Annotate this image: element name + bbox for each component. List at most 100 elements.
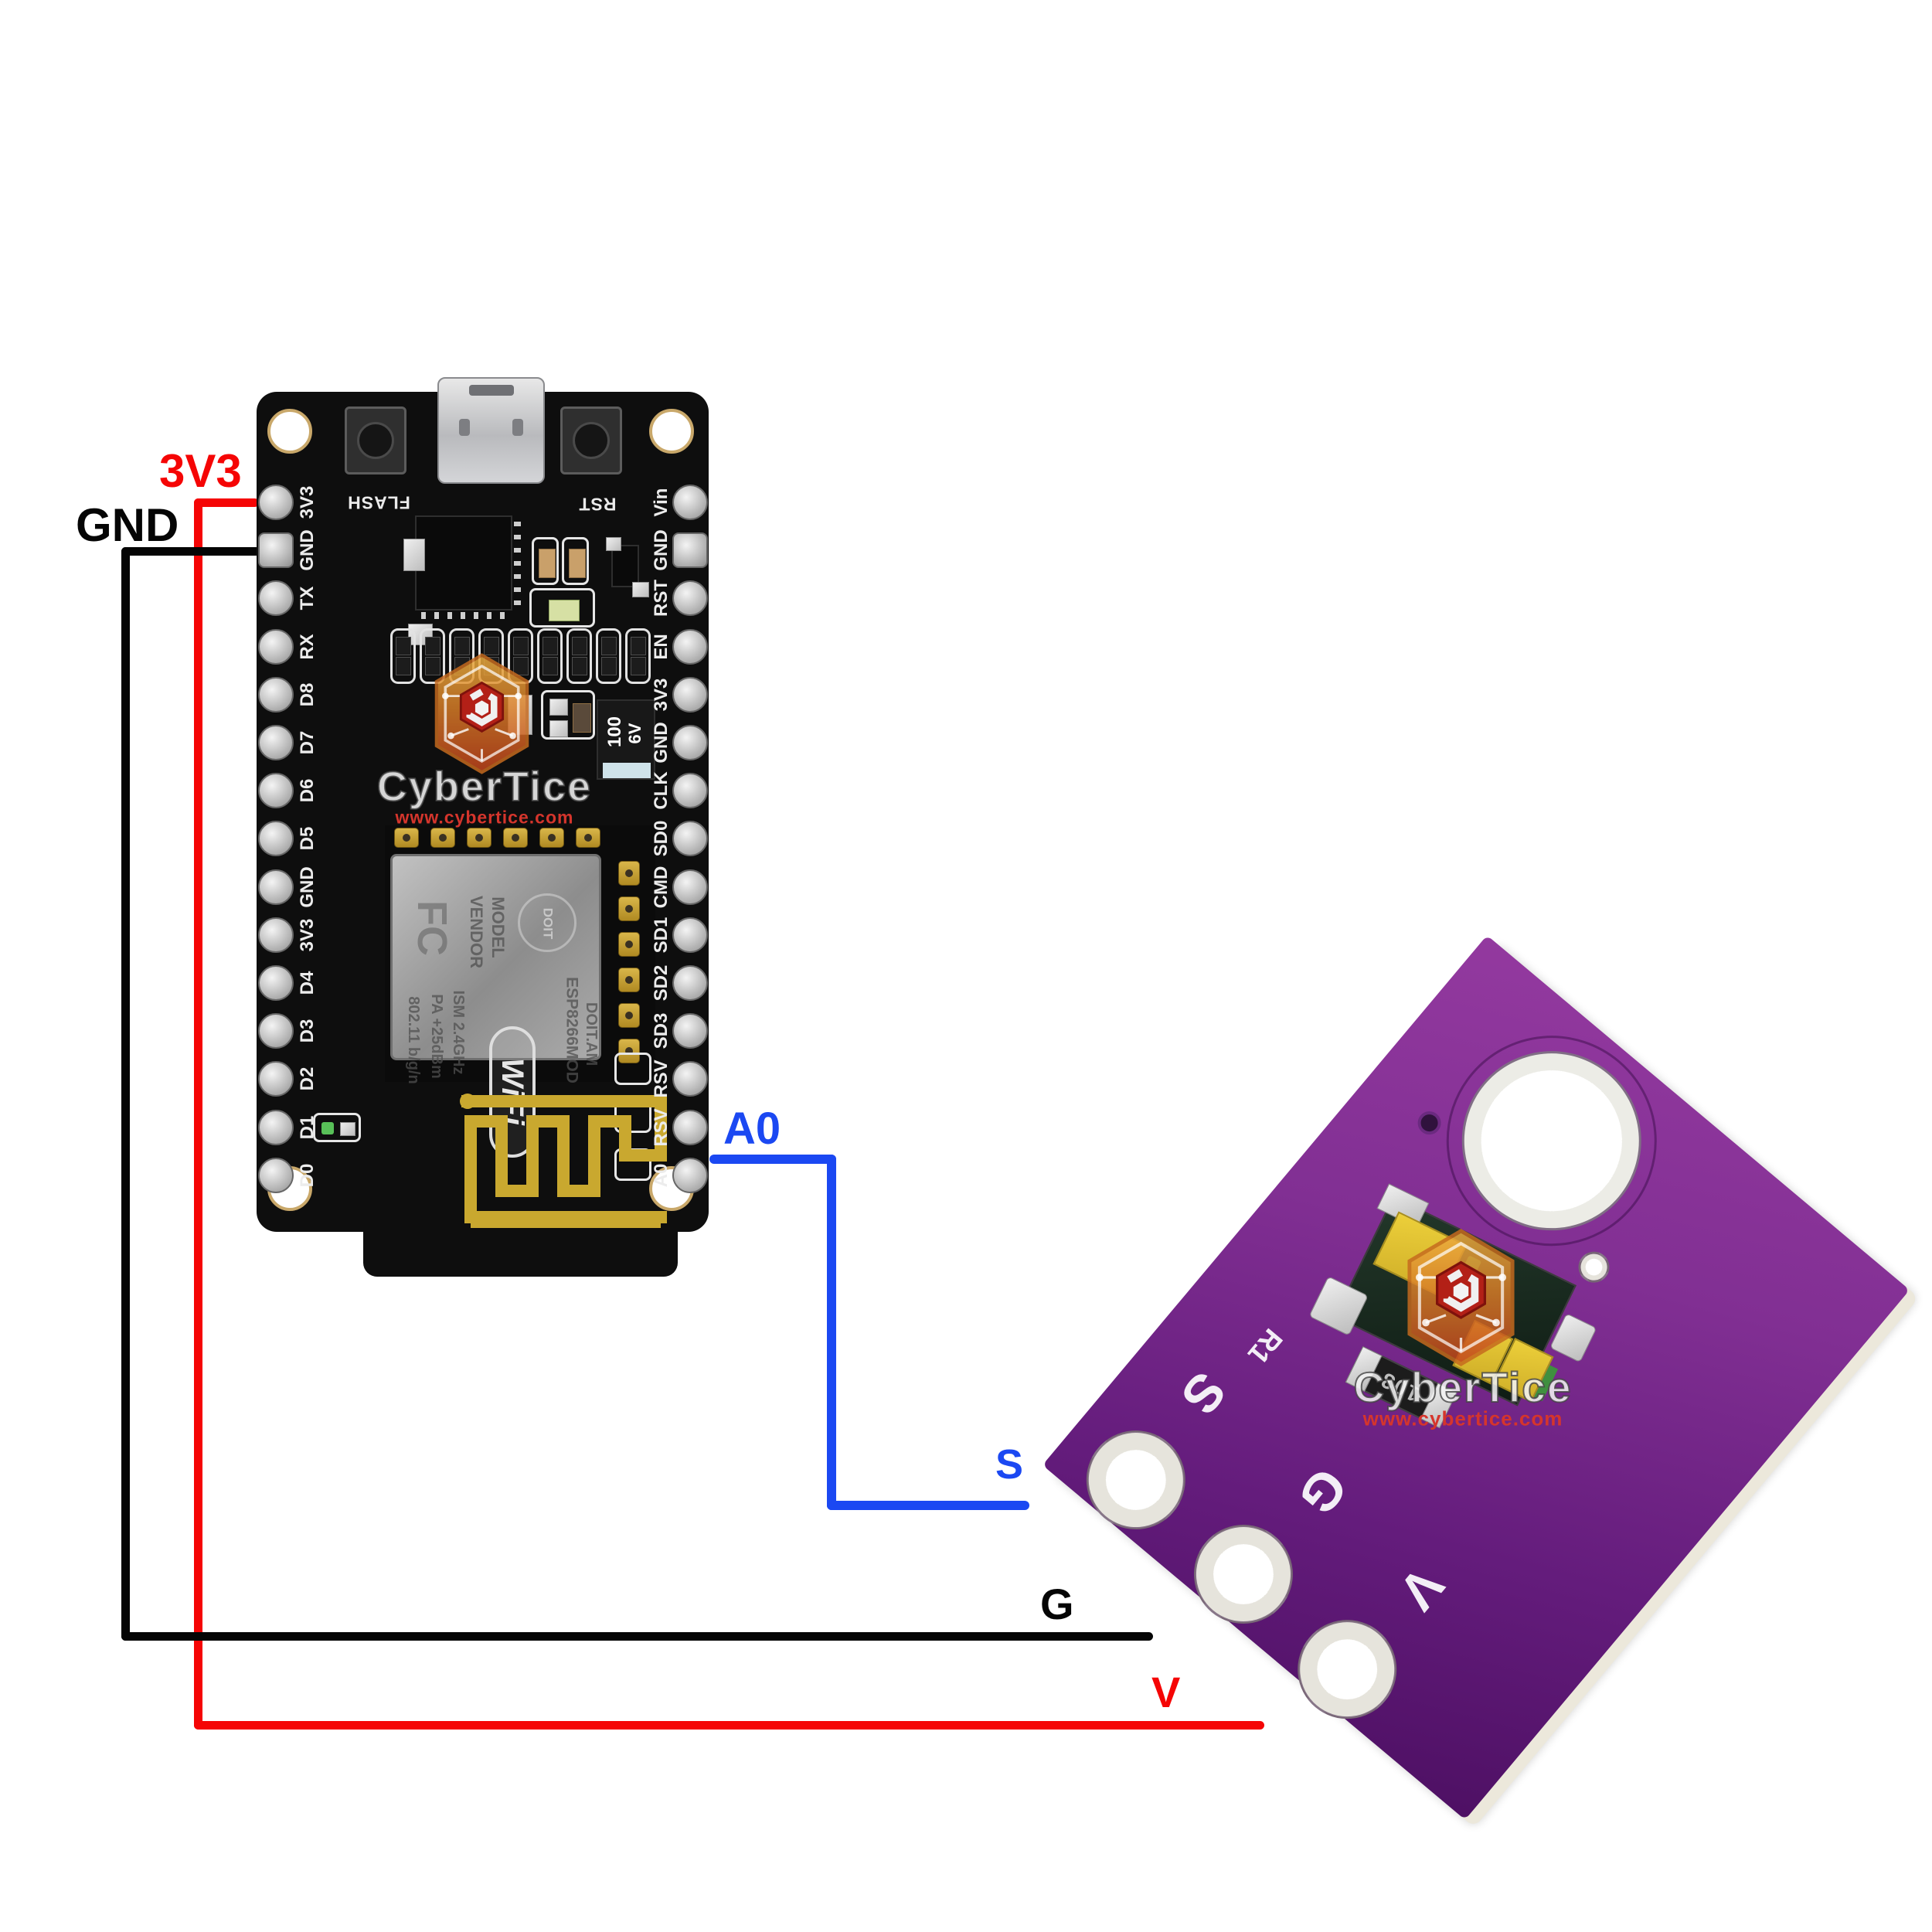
pin-label-right-rsv: RSV bbox=[651, 1107, 672, 1147]
wire-gnd-bottom-segment bbox=[121, 1632, 1153, 1641]
header-pad bbox=[566, 628, 592, 684]
watermark-url: www.cybertice.com bbox=[1362, 1406, 1563, 1430]
label-3v3: 3V3 bbox=[159, 445, 242, 497]
pin-label-right-sd1: SD1 bbox=[651, 917, 672, 954]
wire-3v3-vertical-segment bbox=[194, 498, 202, 1730]
label-g: G bbox=[1040, 1580, 1074, 1628]
silkscreen-r1: R1 bbox=[1241, 1322, 1289, 1371]
pin-label-left-d3: D3 bbox=[297, 1019, 318, 1043]
rst-button-label: RST bbox=[578, 494, 617, 515]
watermark-url: www.cybertice.com bbox=[395, 807, 574, 828]
watermark-nodemcu: CyberTice www.cybertice.com bbox=[376, 647, 591, 848]
pin-hole-right-gnd bbox=[672, 532, 708, 569]
capacitor-outline bbox=[532, 537, 559, 585]
pa-text: PA +25dBm bbox=[428, 994, 445, 1079]
pin-label-left-d0: D0 bbox=[297, 1163, 318, 1188]
pin-label-left-d1: D1 bbox=[297, 1115, 318, 1139]
micro-usb-port bbox=[437, 377, 545, 484]
pin-hole-right-clk bbox=[672, 773, 708, 809]
status-led bbox=[549, 600, 580, 621]
watermark-sensor: CyberTice www.cybertice.com bbox=[1353, 1227, 1571, 1444]
pin-hole-right-rsv bbox=[672, 1061, 708, 1097]
pin-label-left-3v3: 3V3 bbox=[297, 918, 318, 952]
pin-label-right-3v3: 3V3 bbox=[651, 678, 672, 712]
pin-hole-left-d7 bbox=[258, 725, 294, 760]
header-pad bbox=[390, 628, 416, 684]
led-outline bbox=[313, 1113, 361, 1142]
via-hole bbox=[1413, 1106, 1446, 1140]
header-pad bbox=[625, 628, 651, 684]
pin-hole-left-tx bbox=[258, 580, 294, 617]
label-v: V bbox=[1151, 1668, 1181, 1716]
pin-hole-v bbox=[1277, 1599, 1417, 1740]
pin-hole-left-3v3 bbox=[258, 485, 294, 520]
pin-label-left-d4: D4 bbox=[297, 971, 318, 995]
solder-pad bbox=[403, 539, 425, 571]
module-vendor-value: DOIT.AM bbox=[583, 1002, 600, 1066]
pin-hole-right-rst bbox=[672, 580, 708, 617]
pin-label-left-gnd: GND bbox=[297, 529, 318, 571]
pin-hole-left-d8 bbox=[258, 676, 294, 713]
pin-label-right-gnd: GND bbox=[651, 722, 672, 764]
regulator-chip bbox=[611, 545, 639, 587]
pin-hole-left-gnd bbox=[258, 532, 294, 569]
pin-hole-right-en bbox=[672, 628, 708, 665]
pin-hole-right-a0 bbox=[672, 1157, 708, 1193]
capacitor-value: 100 bbox=[604, 716, 625, 748]
model-label: MODEL bbox=[488, 896, 508, 958]
nodemcu-board: FLASH RST 100 6V bbox=[257, 377, 709, 1277]
fcc-logo: FC bbox=[409, 900, 455, 956]
chip-pins bbox=[421, 612, 506, 619]
mounting-hole bbox=[267, 409, 312, 454]
pin-hole-right-sd2 bbox=[672, 965, 708, 1001]
led-outline bbox=[529, 588, 595, 628]
flash-button[interactable] bbox=[345, 406, 406, 474]
standard-text: 802.11 b/g/n bbox=[405, 996, 422, 1084]
rf-shield: FC MODEL VENDOR DOIT WiFi ESP8266MOD DOI… bbox=[390, 854, 601, 1158]
power-led bbox=[321, 1122, 334, 1134]
pin-label-left-d2: D2 bbox=[297, 1067, 318, 1091]
pin-hole-left-d3 bbox=[258, 1013, 294, 1049]
pin-hole-left-3v3 bbox=[258, 917, 294, 953]
pin-label-left-d8: D8 bbox=[297, 682, 318, 707]
rst-button[interactable] bbox=[560, 406, 622, 474]
silkscreen-pin-g: G bbox=[1287, 1457, 1359, 1526]
electrolytic-capacitor: 100 6V bbox=[597, 699, 655, 780]
header-pad bbox=[537, 628, 563, 684]
pin-hole-right-cmd bbox=[672, 869, 708, 905]
pin-label-right-en: EN bbox=[651, 633, 672, 660]
solder-pad bbox=[606, 537, 621, 551]
pin-label-right-a0: A0 bbox=[651, 1163, 672, 1188]
pin-label-left-d5: D5 bbox=[297, 827, 318, 851]
solder-pad bbox=[632, 582, 649, 597]
cybertice-logo-icon bbox=[1397, 1227, 1525, 1368]
label-s: S bbox=[995, 1441, 1024, 1488]
header-pad bbox=[596, 628, 621, 684]
label-gnd: GND bbox=[76, 499, 179, 551]
pin-label-right-sd2: SD2 bbox=[651, 964, 672, 1002]
pin-hole-right-rsv bbox=[672, 1109, 708, 1145]
cybertice-logo-icon bbox=[427, 647, 537, 781]
wire-a0-bottom-segment bbox=[827, 1501, 1029, 1510]
wire-gnd-vertical-segment bbox=[121, 547, 130, 1641]
watermark-brand: CyberTice bbox=[376, 763, 593, 811]
label-a0: A0 bbox=[723, 1104, 781, 1154]
pin-hole-left-d0 bbox=[258, 1157, 294, 1193]
pin-hole-g bbox=[1173, 1504, 1314, 1645]
pin-hole-left-rx bbox=[258, 628, 294, 665]
capacitor-voltage: 6V bbox=[625, 723, 645, 744]
pin-label-right-cmd: CMD bbox=[651, 866, 672, 908]
silkscreen-pin-s: S bbox=[1169, 1361, 1237, 1426]
wire-3v3-top-segment bbox=[194, 498, 259, 507]
pin-label-right-sd0: SD0 bbox=[651, 821, 672, 857]
doit-logo: DOIT bbox=[518, 893, 577, 952]
pad-outline bbox=[614, 1053, 651, 1085]
pin-label-right-clk: CLK bbox=[651, 771, 672, 810]
pin-hole-left-d4 bbox=[258, 965, 294, 1001]
antenna-tab bbox=[363, 1230, 678, 1277]
smd-outline bbox=[541, 690, 595, 740]
watermark-brand: CyberTice bbox=[1353, 1362, 1573, 1412]
capacitor-outline bbox=[562, 537, 589, 585]
pin-hole-right-sd0 bbox=[672, 821, 708, 857]
